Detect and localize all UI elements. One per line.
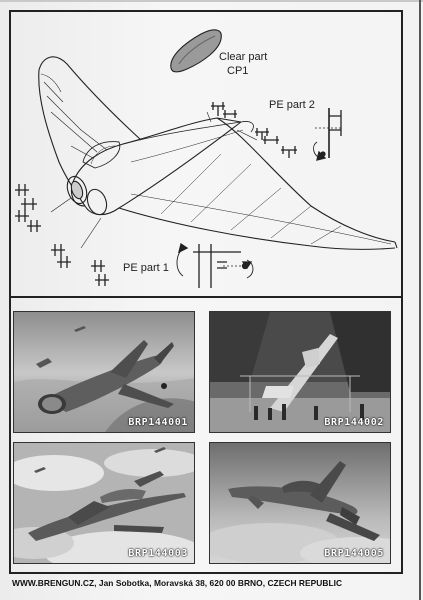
- pe-part-1-detail-icon: [176, 242, 254, 288]
- pe-part-2-label: PE part 2: [269, 99, 315, 111]
- product-photo-4: BRP144005: [209, 442, 391, 564]
- product-photo-3: BRP144003: [13, 442, 195, 564]
- product-code: BRP144001: [128, 417, 188, 428]
- pe-part-2-detail-icon: [313, 108, 343, 161]
- product-photo-2: BRP144002: [209, 311, 391, 433]
- product-code: BRP144003: [128, 548, 188, 559]
- aircraft-line-drawing: [15, 29, 398, 288]
- product-code: BRP144005: [324, 548, 384, 559]
- section-divider: [9, 296, 403, 298]
- publisher-footer: WWW.BRENGUN.CZ, Jan Sobotka, Moravská 38…: [12, 578, 343, 588]
- cp1-label: CP1: [227, 65, 249, 77]
- assembly-diagram: Clear part CP1 PE part 2 PE part 1: [11, 12, 401, 296]
- pe-part-1-label: PE part 1: [123, 262, 169, 274]
- product-photo-1: BRP144001: [13, 311, 195, 433]
- canopy-part-icon: [170, 29, 222, 73]
- page-binding-edge: [419, 0, 421, 600]
- page-frame: [9, 10, 403, 574]
- clear-part-label: Clear part: [219, 51, 268, 63]
- pe-antenna-parts: [15, 102, 297, 286]
- page-top-edge: [0, 0, 423, 2]
- product-code: BRP144002: [324, 417, 384, 428]
